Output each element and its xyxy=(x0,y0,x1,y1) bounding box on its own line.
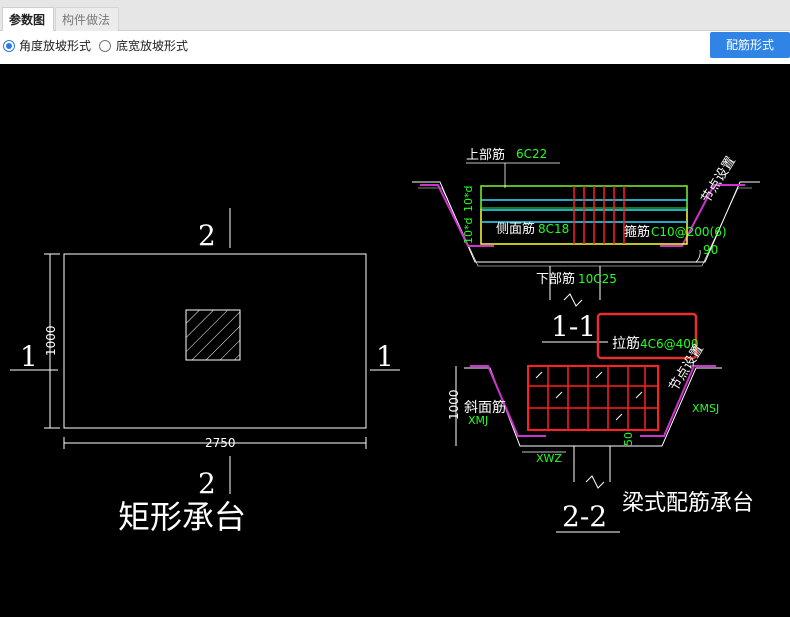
top-rebar-value: 6C22 xyxy=(516,147,547,161)
xmsj-label: XMSJ xyxy=(692,402,719,415)
beam-cap-caption: 梁式配筋承台 xyxy=(622,491,754,516)
section-2-2: 拉筋 4C6@400 1000 xyxy=(447,312,754,533)
dim-10d-b: 10*d xyxy=(462,218,475,244)
tie-rebar-highlight[interactable] xyxy=(596,312,698,360)
radio-width-slope-label[interactable]: 底宽放坡形式 xyxy=(116,39,189,53)
slope-rebar-left xyxy=(420,184,494,247)
slope-rebar-2-right xyxy=(640,365,716,437)
option-bar: 角度放坡形式 底宽放坡形式 配筋形式 xyxy=(0,31,790,64)
slope-rebar-label: 斜面筋 xyxy=(464,399,506,416)
section-mark-left: 1 xyxy=(20,340,38,373)
dim-50: 50 xyxy=(622,432,635,446)
dim-height: 1000 xyxy=(44,325,58,356)
tab-bar: 参数图 构件做法 xyxy=(0,0,790,31)
rebar-cage-grid xyxy=(527,365,659,431)
radio-angle-slope-label[interactable]: 角度放坡形式 xyxy=(19,39,92,53)
plan-view: 2 2 1 1 1000 2750 矩形承台 xyxy=(10,208,400,536)
section-mark-right: 1 xyxy=(376,340,394,373)
stirrup-label: 箍筋 xyxy=(624,224,650,240)
stirrups xyxy=(573,186,625,244)
side-rebar-label: 侧面筋 xyxy=(496,221,535,237)
section-1-1: 上部筋 6C22 侧面筋 8C18 箍筋 C10@200(6) 下部筋 10C2… xyxy=(412,147,760,343)
pile-hatch xyxy=(185,309,241,361)
dim-10d-a: 10*d xyxy=(462,186,475,212)
section-1-title: 1-1 xyxy=(551,310,596,343)
slope-rebar-right xyxy=(660,184,745,247)
angle-label: 90 xyxy=(703,243,718,257)
xwz-label: XWZ xyxy=(536,452,562,465)
tie-rebar-value: 4C6@400 xyxy=(640,337,699,351)
side-rebar-value: 8C18 xyxy=(538,222,569,236)
section-mark-top: 2 xyxy=(198,219,216,252)
slope-rebar-2-left xyxy=(470,365,546,437)
section-mark-bottom: 2 xyxy=(198,467,216,500)
top-rebar-label: 上部筋 xyxy=(466,147,505,163)
radio-angle-slope[interactable] xyxy=(3,40,15,52)
bottom-rebar-value: 10C25 xyxy=(578,272,617,286)
radio-width-slope[interactable] xyxy=(99,40,111,52)
plan-title: 矩形承台 xyxy=(118,498,246,536)
xmj-label: XMJ xyxy=(468,414,488,427)
tab-component-method[interactable]: 构件做法 xyxy=(55,7,119,31)
cap-outline xyxy=(63,253,367,429)
rebar-form-button[interactable]: 配筋形式 xyxy=(710,32,790,58)
stirrup-value: C10@200(6) xyxy=(651,225,727,239)
tab-parameter-diagram[interactable]: 参数图 xyxy=(2,7,54,31)
bottom-rebar-label: 下部筋 xyxy=(536,271,575,287)
parameter-drawing: 2 2 1 1 1000 2750 矩形承台 xyxy=(10,147,760,536)
dim-1000-2: 1000 xyxy=(447,389,461,420)
section-2-title: 2-2 xyxy=(562,500,607,533)
dim-width: 2750 xyxy=(205,436,236,450)
tie-rebar-label: 拉筋 xyxy=(612,335,640,352)
